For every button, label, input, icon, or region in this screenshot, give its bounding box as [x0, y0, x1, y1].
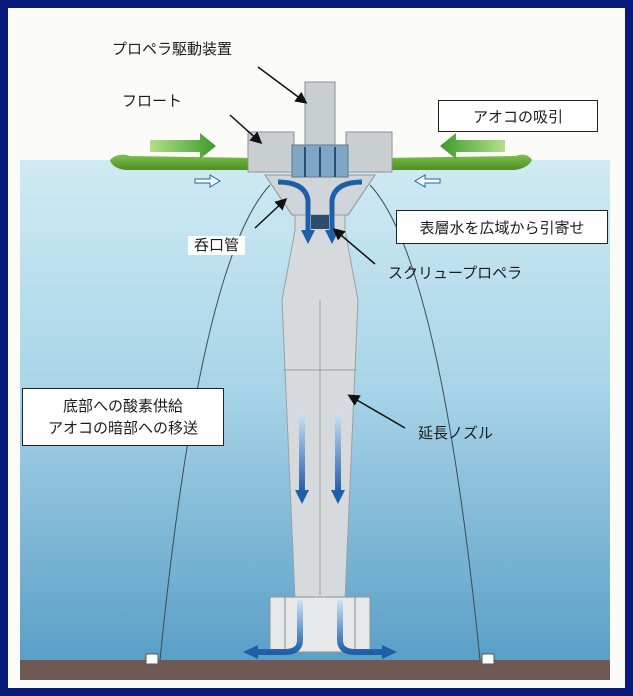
leader-screw — [332, 228, 376, 265]
intake-flow-left — [277, 179, 311, 232]
algae-suction-callout: アオコの吸引 — [438, 100, 598, 132]
leader-nozzle — [347, 394, 406, 429]
leader-drive — [257, 66, 308, 104]
nozzle-flow-right — [335, 412, 341, 492]
float-label: フロート — [122, 92, 183, 110]
surface-water-callout: 表層水を広域から引寄せ — [396, 210, 608, 244]
leader-float — [229, 114, 263, 145]
drive-unit-label: プロペラ駆動装置 — [112, 40, 233, 58]
suction-envelope-left — [159, 184, 271, 661]
surface-water-arrow-right — [414, 174, 441, 188]
outflow-left — [255, 600, 303, 655]
anchor-left — [145, 653, 159, 665]
screw-label: スクリュープロペラ — [388, 264, 523, 282]
algae-layer-right — [380, 154, 532, 170]
oxygen-supply-callout: 底部への酸素供給 アオコの暗部への移送 — [22, 388, 224, 446]
intake-label: 呑口管 — [188, 236, 246, 255]
anchor-right — [481, 653, 495, 665]
surface-water-arrow-left — [194, 174, 221, 188]
float-right — [345, 131, 393, 173]
intake-flow-right — [329, 179, 363, 232]
algae-inflow-arrow-right — [440, 133, 505, 159]
algae-layer — [110, 154, 255, 170]
algae-inflow-arrow-left — [150, 133, 216, 159]
leader-intake — [254, 197, 288, 229]
bottom-diffuser — [269, 596, 371, 653]
nozzle-label: 延長ノズル — [418, 424, 494, 442]
nozzle-flow-left — [299, 412, 305, 492]
suction-envelope-right — [369, 184, 481, 661]
oxygen-line-1: 底部への酸素供給 — [62, 396, 183, 415]
screw-propeller — [311, 215, 329, 229]
drive-unit — [304, 81, 336, 148]
seabed — [20, 660, 610, 680]
oxygen-line-2: アオコの暗部への移送 — [47, 419, 198, 437]
outflow-right — [337, 600, 385, 655]
